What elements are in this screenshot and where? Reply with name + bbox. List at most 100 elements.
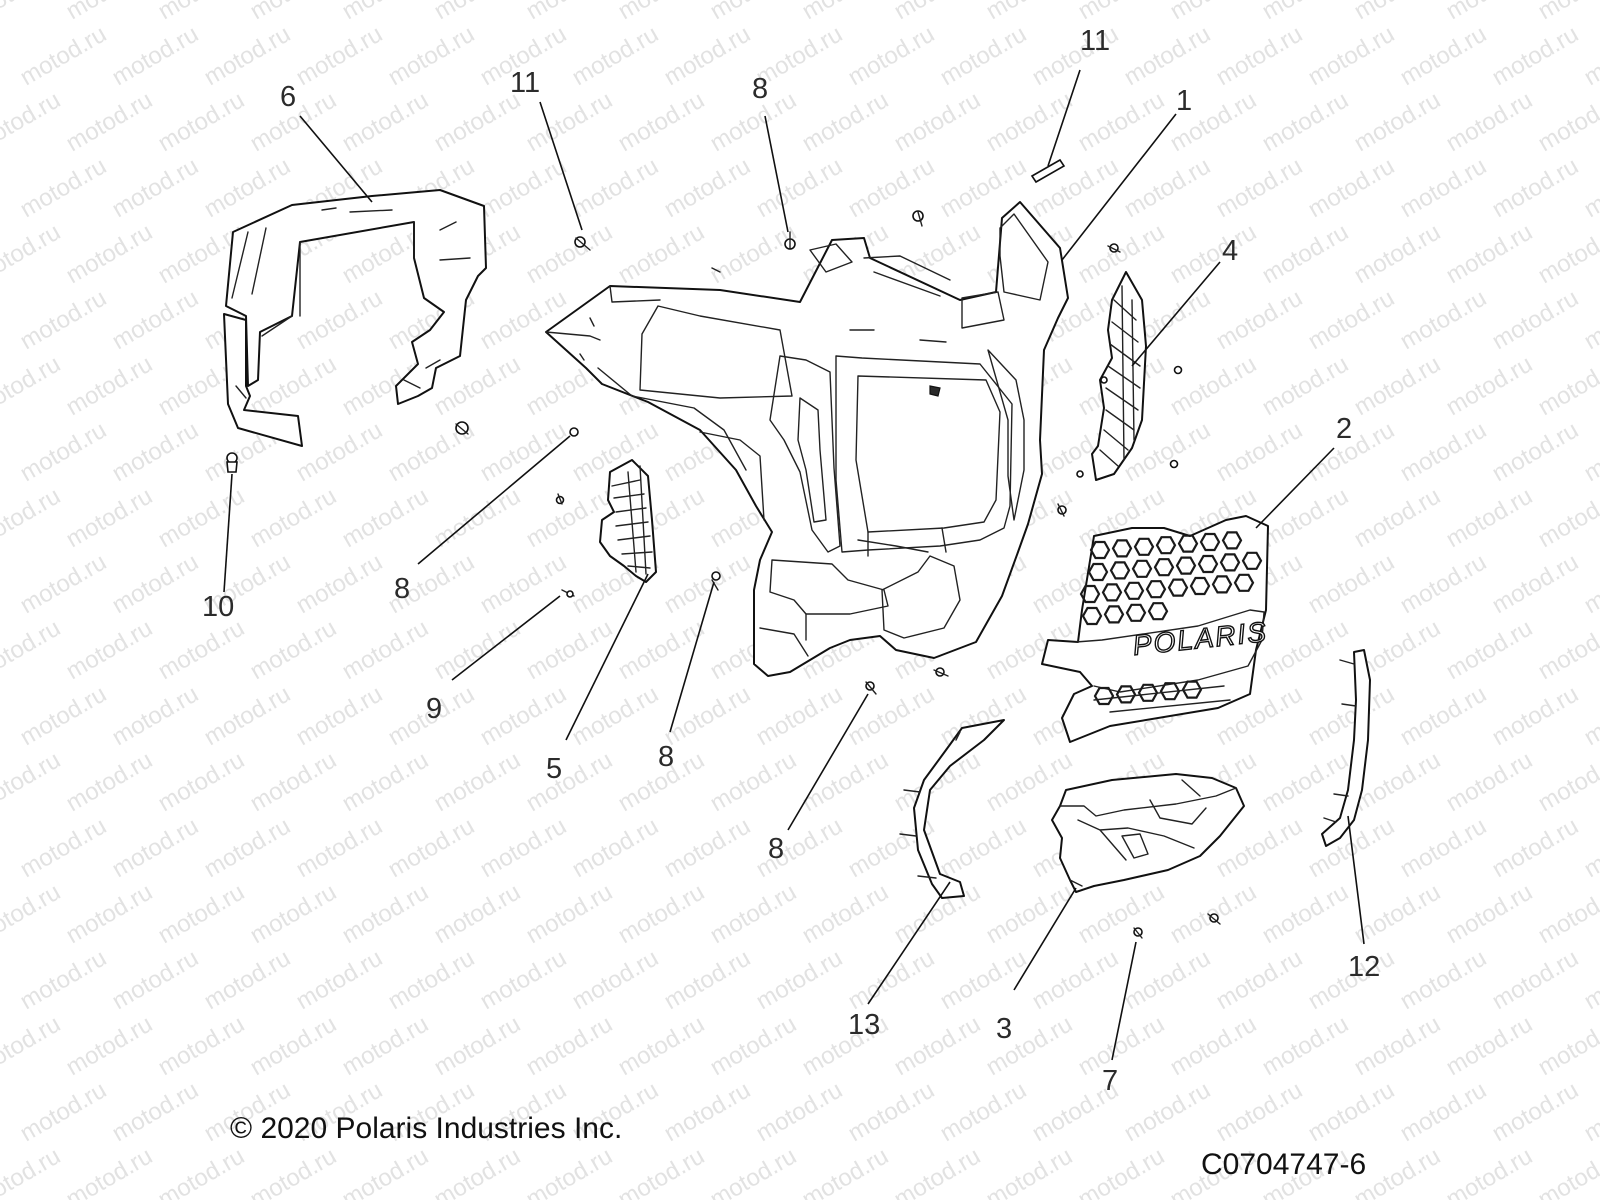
watermark-text: motod.ru [936, 1076, 1032, 1147]
watermark-text: motod.ru [430, 0, 526, 25]
watermark-text: motod.ru [1442, 0, 1538, 25]
watermark-text: motod.ru [936, 20, 1032, 91]
watermark-text: motod.ru [246, 1142, 342, 1200]
watermark-text: motod.ru [1534, 1142, 1600, 1200]
watermark-text: motod.ru [1350, 350, 1446, 421]
grille-mesh-cell [1087, 562, 1109, 582]
watermark-text: motod.ru [0, 746, 65, 817]
watermark-text: motod.ru [62, 746, 158, 817]
watermark-text: motod.ru [614, 1142, 710, 1200]
watermark-text: motod.ru [1350, 0, 1446, 25]
watermark-text: motod.ru [568, 812, 664, 883]
watermark-text: motod.ru [16, 152, 112, 223]
watermark-text: motod.ru [522, 218, 618, 289]
watermark-text: motod.ru [62, 86, 158, 157]
watermark-text: motod.ru [1304, 284, 1400, 355]
watermark-text: motod.ru [1442, 1010, 1538, 1081]
watermark-text: motod.ru [1258, 0, 1354, 25]
watermark-text: motod.ru [1396, 944, 1492, 1015]
fastener-top-right [912, 210, 924, 227]
watermark-text: motod.ru [154, 614, 250, 685]
grille-mesh-cell [1103, 605, 1125, 624]
watermark-text: motod.ru [476, 416, 572, 487]
watermark-text: motod.ru [16, 1076, 112, 1147]
watermark-text: motod.ru [614, 86, 710, 157]
fastener-center-right [1057, 503, 1067, 517]
watermark-text: motod.ru [16, 548, 112, 619]
watermark-text: motod.ru [568, 20, 664, 91]
watermark-text: motod.ru [476, 284, 572, 355]
watermark-text: motod.ru [1396, 284, 1492, 355]
watermark-text: motod.ru [1212, 1076, 1308, 1147]
watermark-text: motod.ru [1442, 218, 1538, 289]
watermark-text: motod.ru [292, 416, 388, 487]
watermark-text: motod.ru [844, 680, 940, 751]
watermark-text: motod.ru [660, 20, 756, 91]
fastener-8-top [784, 231, 796, 250]
watermark-text: motod.ru [798, 1142, 894, 1200]
watermark-text: motod.ru [62, 1142, 158, 1200]
watermark-text: motod.ru [246, 1010, 342, 1081]
watermark-text: motod.ru [1488, 548, 1584, 619]
watermark-text: motod.ru [660, 152, 756, 223]
watermark-text: motod.ru [200, 680, 296, 751]
watermark-text: motod.ru [614, 1010, 710, 1081]
watermark-text: motod.ru [1488, 680, 1584, 751]
watermark-text: motod.ru [1580, 680, 1600, 751]
watermark-text: motod.ru [246, 350, 342, 421]
watermark-text: motod.ru [706, 0, 802, 25]
fastener-11-left [574, 236, 591, 251]
watermark-text: motod.ru [16, 416, 112, 487]
watermark-text: motod.ru [1212, 152, 1308, 223]
watermark-text: motod.ru [522, 1142, 618, 1200]
grille-mesh-cell [1131, 559, 1153, 578]
grille-mesh-cell [1101, 583, 1123, 602]
watermark-text: motod.ru [1580, 548, 1600, 619]
watermark-text: motod.ru [1212, 416, 1308, 487]
grille-mesh-cell [1189, 576, 1211, 596]
watermark-text: motod.ru [108, 1076, 204, 1147]
watermark-text: motod.ru [1166, 218, 1262, 289]
watermark-text: motod.ru [1120, 20, 1216, 91]
watermark-text: motod.ru [1304, 152, 1400, 223]
watermark-text: motod.ru [1488, 416, 1584, 487]
watermark-text: motod.ru [1442, 1142, 1538, 1200]
watermark-text: motod.ru [798, 746, 894, 817]
fastener-8-center [711, 571, 721, 591]
watermark-text: motod.ru [982, 878, 1078, 949]
watermark-text: motod.ru [338, 1010, 434, 1081]
watermark-text: motod.ru [338, 86, 434, 157]
watermark-text: motod.ru [62, 878, 158, 949]
watermark-text: motod.ru [246, 0, 342, 25]
watermark-text: motod.ru [430, 746, 526, 817]
watermark-text: motod.ru [1580, 152, 1600, 223]
watermark-text: motod.ru [1534, 350, 1600, 421]
watermark-text: motod.ru [568, 152, 664, 223]
watermark-text: motod.ru [1442, 350, 1538, 421]
watermark-text: motod.ru [522, 878, 618, 949]
watermark-text: motod.ru [1258, 878, 1354, 949]
fastener-8-mid-left [569, 427, 579, 437]
watermark-text: motod.ru [154, 1010, 250, 1081]
watermark-text: motod.ru [936, 812, 1032, 883]
watermark-text: motod.ru [1212, 944, 1308, 1015]
watermark-text: motod.ru [16, 944, 112, 1015]
watermark-text: motod.ru [246, 482, 342, 553]
fastener-center-right-c [1100, 376, 1108, 384]
watermark-text: motod.ru [614, 218, 710, 289]
watermark-text: motod.ru [108, 152, 204, 223]
watermark-text: motod.ru [0, 86, 65, 157]
drawing-number: C0704747-6 [1201, 1148, 1367, 1181]
part-4-right-vent [1091, 271, 1147, 481]
callout-8-top: 8 [752, 73, 768, 105]
watermark-text: motod.ru [1396, 548, 1492, 619]
watermark-text: motod.ru [568, 944, 664, 1015]
watermark-text: motod.ru [200, 944, 296, 1015]
callout-12: 12 [1348, 951, 1380, 983]
watermark-text: motod.ru [16, 284, 112, 355]
watermark-text: motod.ru [154, 482, 250, 553]
watermark-text: motod.ru [476, 152, 572, 223]
watermark-text: motod.ru [108, 680, 204, 751]
watermark-text: motod.ru [1442, 482, 1538, 553]
